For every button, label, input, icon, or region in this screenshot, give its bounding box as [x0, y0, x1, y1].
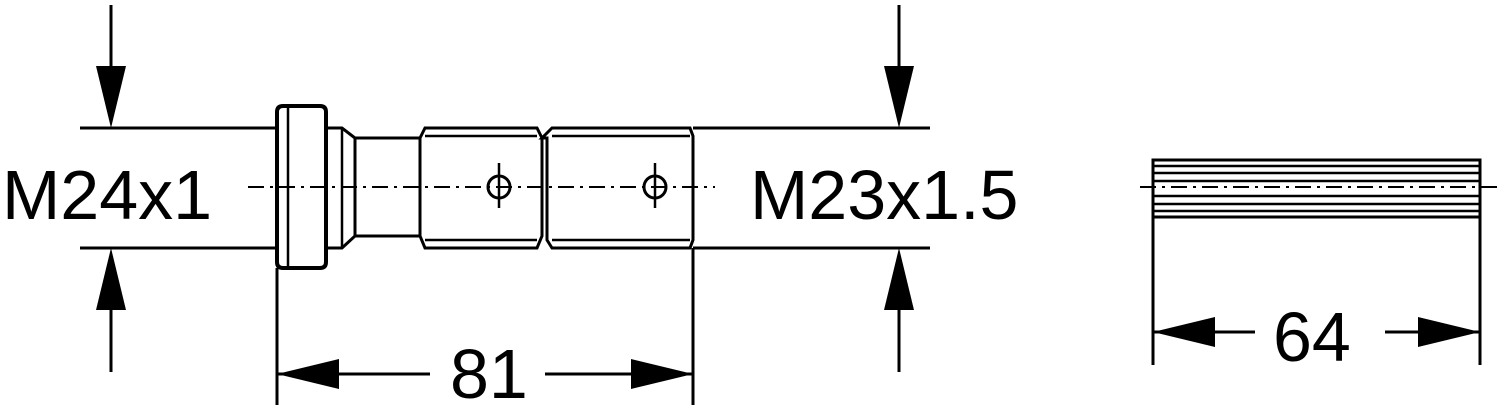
left-thread-dimension: M24x1 [2, 5, 277, 372]
right-thread-dimension: M23x1.5 [693, 5, 1018, 372]
left-arrow-top-head [96, 66, 126, 128]
spline-length-label: 64 [1273, 298, 1351, 376]
right-arrow-top-head [884, 66, 914, 128]
spindle-thread-section-1 [418, 126, 544, 250]
spindle-length-dimension: 81 [275, 248, 695, 407]
spline-arrow-right [1418, 317, 1480, 347]
length-arrow-left [277, 359, 339, 389]
spline-length-dimension: 64 [1151, 217, 1482, 376]
spindle-thread-section-2 [538, 126, 695, 250]
spindle-neck [355, 136, 420, 238]
right-arrow-bottom-head [884, 248, 914, 310]
right-thread-label: M23x1.5 [750, 156, 1018, 234]
spindle-part [248, 104, 715, 270]
length-arrow-right [631, 359, 693, 389]
spline-body [1151, 158, 1482, 219]
spline-part [1140, 158, 1498, 219]
spline-arrow-left [1153, 317, 1215, 347]
left-arrow-bottom-head [96, 248, 126, 310]
left-thread-label: M24x1 [2, 156, 212, 234]
spindle-flange [275, 104, 328, 270]
spindle-length-label: 81 [450, 335, 528, 407]
